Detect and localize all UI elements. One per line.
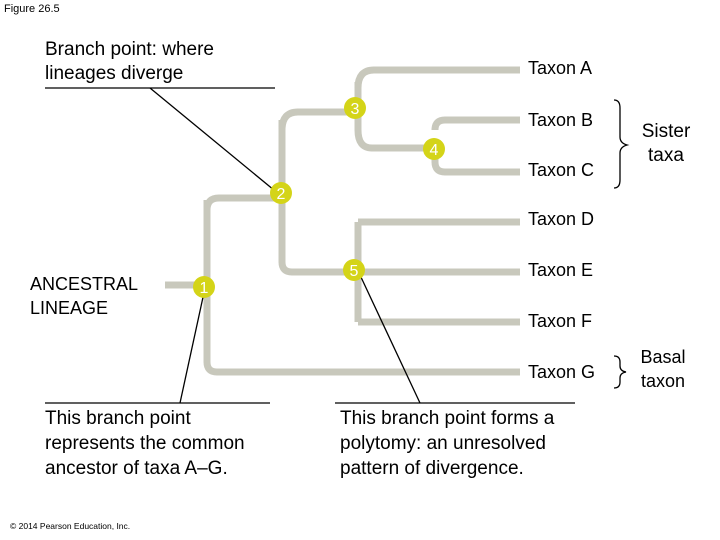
branch-point-leader — [149, 87, 281, 196]
common-ancestor-leader — [179, 287, 206, 404]
ancestral-lineage-text: ANCESTRAL LINEAGE — [30, 274, 138, 318]
branch-node-4 — [354, 82, 435, 152]
taxon-e-label: Taxon E — [528, 260, 594, 280]
branch-taxon-b — [431, 116, 520, 131]
taxon-b-label: Taxon B — [528, 110, 594, 130]
taxon-a-label: Taxon A — [528, 58, 593, 78]
basal-bracket — [613, 355, 627, 389]
polytomy-leader — [359, 274, 421, 404]
node-3: 3 — [344, 97, 366, 119]
ancestral-lineage-label: ANCESTRAL LINEAGE — [30, 272, 170, 320]
copyright-notice: © 2014 Pearson Education, Inc. — [10, 521, 131, 531]
figure-label: Figure 26.5 — [4, 3, 60, 15]
sister-bracket — [613, 99, 630, 189]
taxon-d-label: Taxon D — [528, 209, 595, 229]
node-label: 5 — [350, 263, 359, 280]
branch-taxon-c — [431, 148, 520, 176]
node-label: 4 — [430, 142, 439, 159]
node-1: 1 — [193, 276, 215, 298]
polytomy-callout: This branch point forms a polytomy: an u… — [340, 408, 555, 479]
branch-node-2 — [203, 194, 282, 211]
common-ancestor-callout: This branch point represents the common … — [45, 408, 245, 479]
branch-taxon-a — [354, 66, 520, 89]
node-label: 2 — [277, 186, 286, 203]
taxon-c-label: Taxon C — [528, 160, 595, 180]
taxon-g-label: Taxon G — [528, 362, 596, 382]
taxon-f-label: Taxon F — [528, 311, 593, 331]
branch-point-callout: Branch point: where lineages diverge — [45, 39, 214, 84]
node-4: 4 — [423, 138, 445, 160]
node-label: 1 — [200, 280, 209, 297]
node-label: 3 — [351, 101, 360, 118]
branch-node-5 — [278, 120, 520, 276]
sister-taxa-label: Sister taxa — [641, 121, 691, 166]
branch-taxon-g — [203, 200, 520, 376]
branch-node-3 — [278, 108, 358, 131]
basal-taxon-label: Basal taxon — [640, 347, 686, 391]
node-5: 5 — [343, 259, 365, 281]
node-2: 2 — [270, 182, 292, 204]
